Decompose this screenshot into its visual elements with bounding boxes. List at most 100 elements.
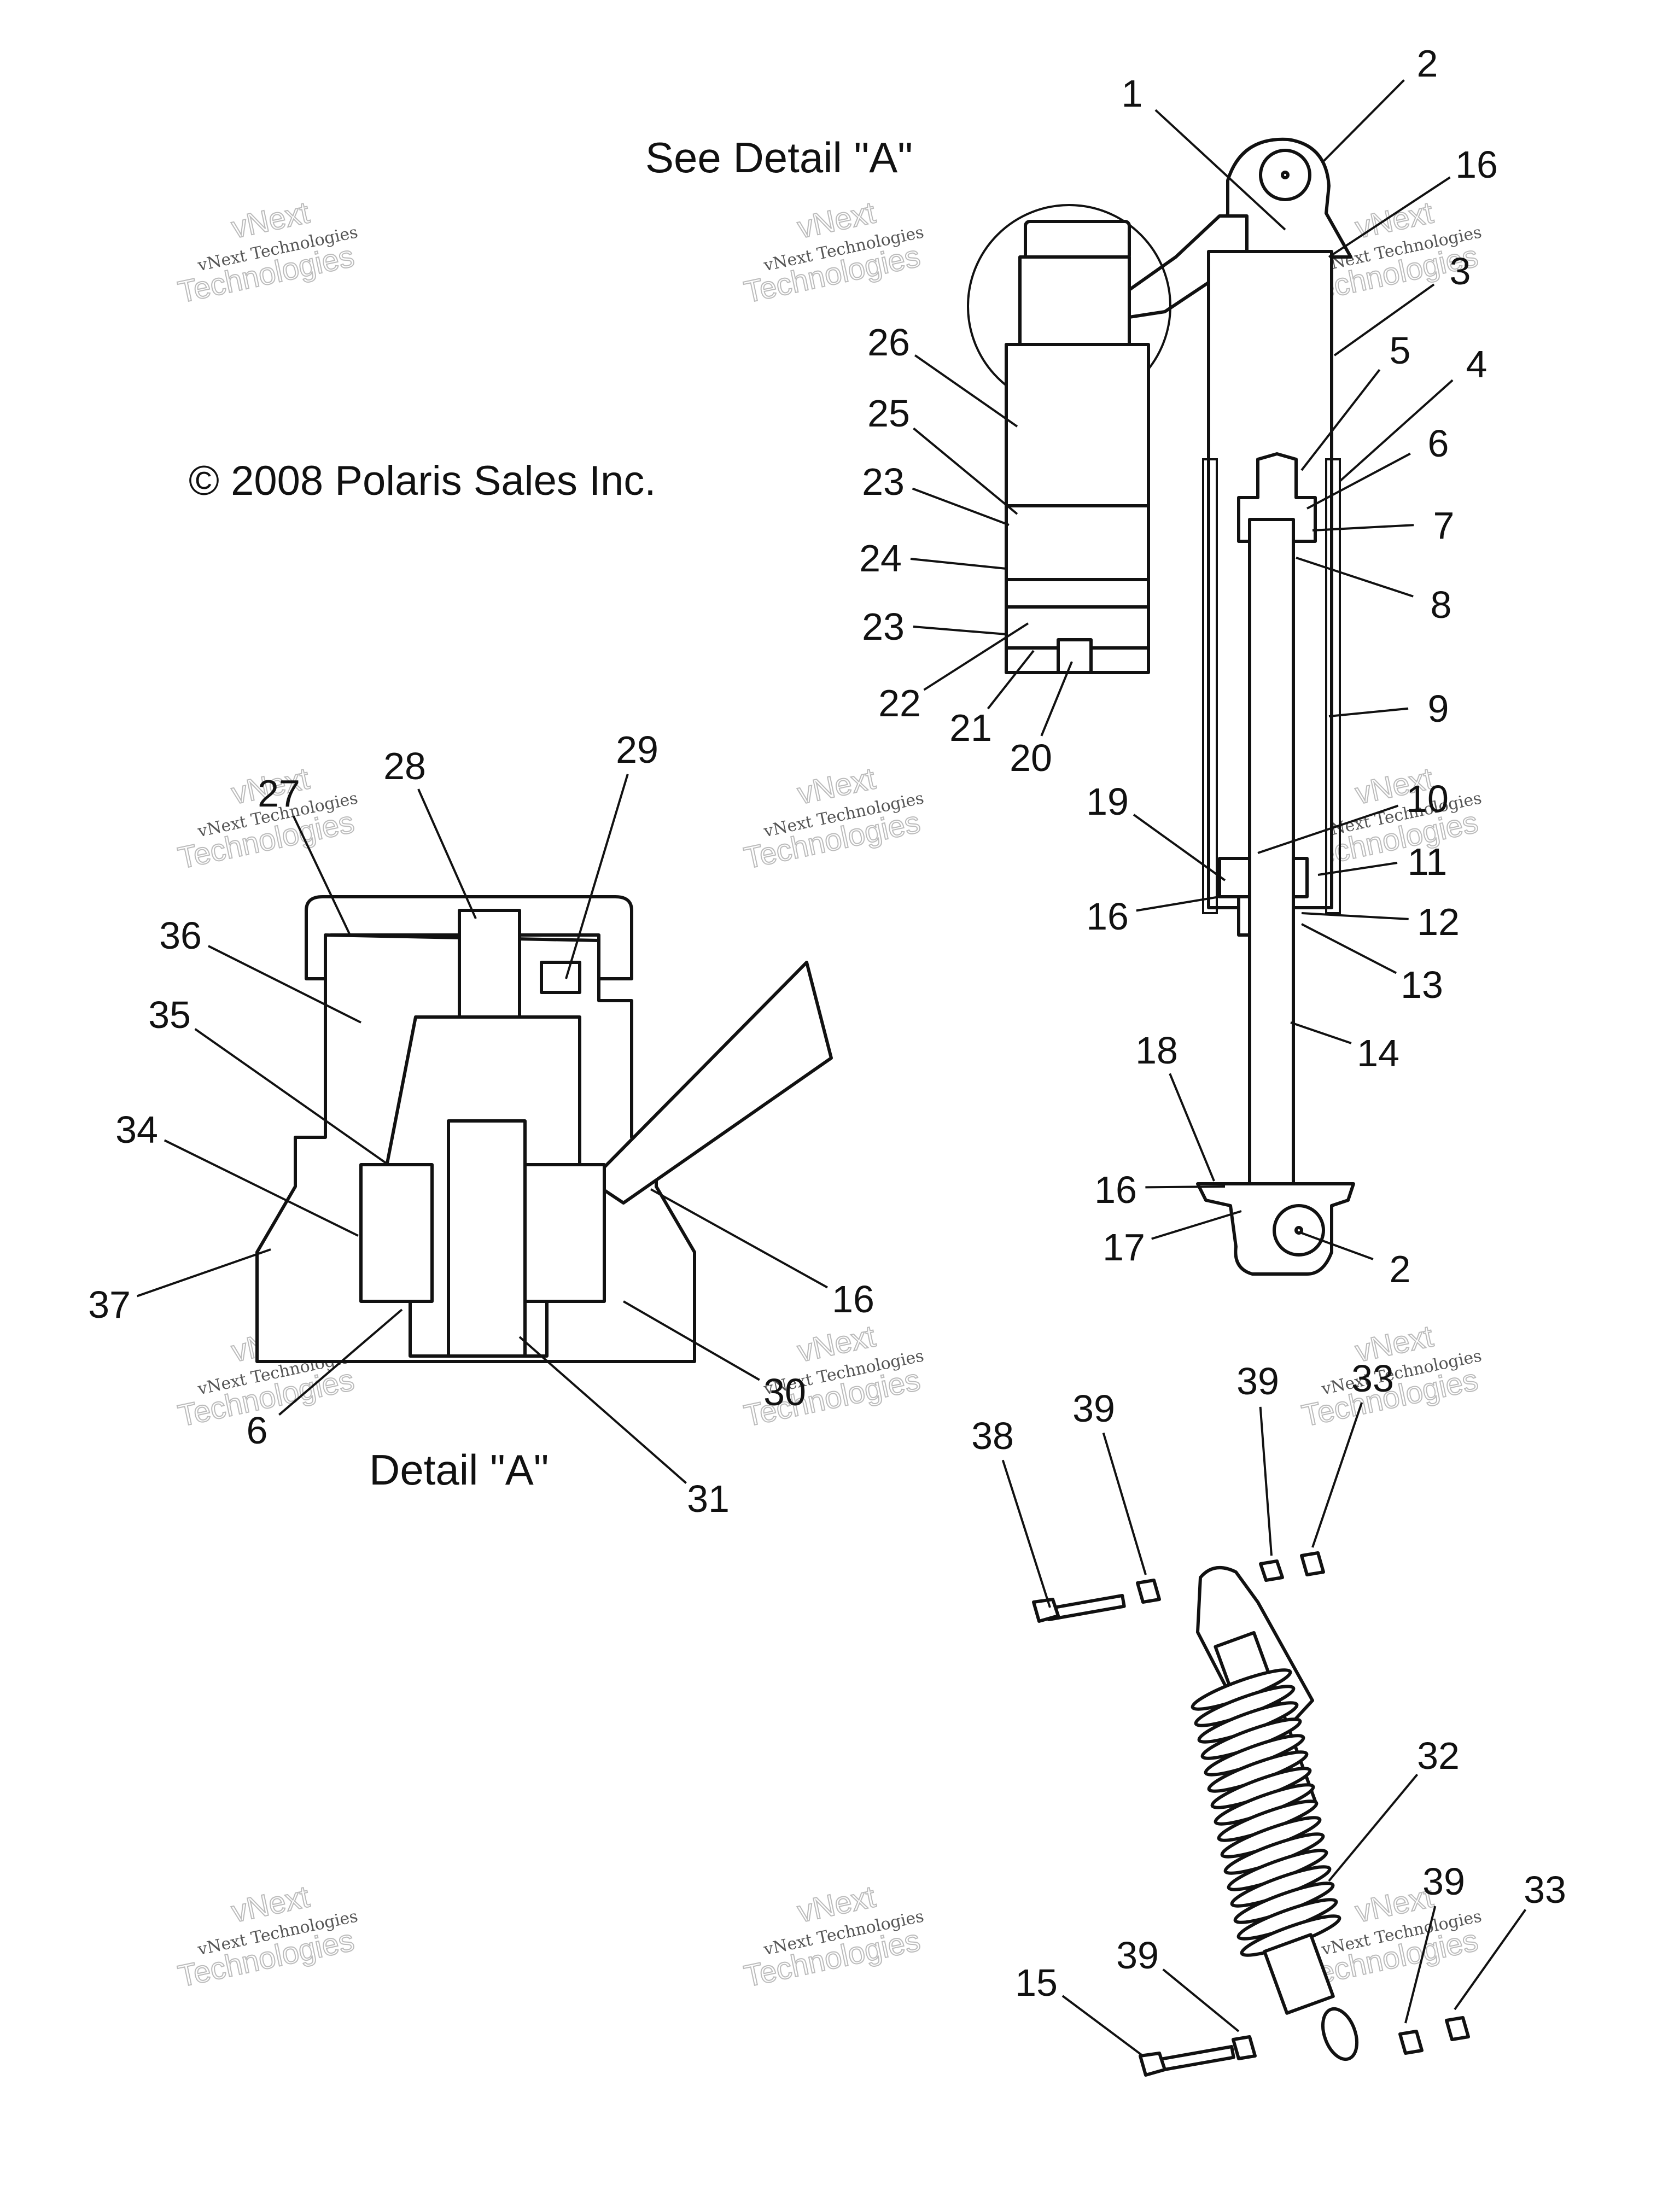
leader-line <box>1257 804 1399 854</box>
callout-24: 24 <box>859 537 902 580</box>
callout-16: 16 <box>832 1278 874 1320</box>
spring <box>1191 1668 1341 1957</box>
callout-33: 33 <box>1351 1357 1394 1400</box>
callout-17: 17 <box>1102 1226 1145 1269</box>
leader-line <box>136 1248 271 1298</box>
leader-line <box>913 427 1018 515</box>
callout-9: 9 <box>1428 687 1449 730</box>
leader-line <box>1040 661 1073 737</box>
callout-34: 34 <box>115 1108 158 1151</box>
callout-4: 4 <box>1466 343 1488 385</box>
leader-line <box>1339 379 1454 482</box>
callout-2: 2 <box>1390 1248 1411 1290</box>
callout-22: 22 <box>878 682 921 724</box>
leader-line <box>417 788 477 919</box>
leader-line <box>1133 814 1226 881</box>
callout-23: 23 <box>862 605 905 648</box>
hardware <box>1032 1551 1470 2077</box>
leader-line <box>1136 896 1220 912</box>
leader-line <box>1162 1968 1240 2032</box>
leader-line <box>1154 109 1286 231</box>
leader-line <box>1001 1459 1051 1608</box>
leader-line <box>1454 1909 1527 2011</box>
callout-6: 6 <box>1428 422 1449 465</box>
callout-27: 27 <box>258 772 300 815</box>
leader-line <box>1301 912 1409 920</box>
callout-30: 30 <box>763 1371 806 1413</box>
leader-line <box>1061 1995 1144 2057</box>
leader-line <box>1328 176 1451 258</box>
leader-line <box>1333 283 1435 357</box>
callout-38: 38 <box>971 1415 1014 1457</box>
detail-a-drawing <box>255 895 833 1363</box>
leader-line <box>1312 524 1414 531</box>
leader-line <box>913 626 1007 635</box>
callout-3: 3 <box>1450 250 1471 293</box>
leader-line <box>650 1188 828 1289</box>
callout-16: 16 <box>1455 143 1498 186</box>
leader-line <box>1301 923 1397 974</box>
callout-10: 10 <box>1406 778 1449 820</box>
callout-26: 26 <box>867 321 910 364</box>
callout-11: 11 <box>1408 840 1448 883</box>
callout-7: 7 <box>1433 504 1455 547</box>
complete-shock-assembly <box>1191 1566 1359 2061</box>
callout-29: 29 <box>616 728 658 771</box>
leader-line <box>1328 1773 1419 1882</box>
callout-21: 21 <box>949 706 992 749</box>
callout-25: 25 <box>867 392 910 435</box>
callout-5: 5 <box>1390 329 1411 372</box>
callout-18: 18 <box>1135 1029 1178 1072</box>
leader-line <box>518 1336 687 1484</box>
callout-28: 28 <box>383 745 426 787</box>
see-detail-label: See Detail "A" <box>645 133 913 182</box>
leader-line <box>292 815 351 936</box>
callout-16: 16 <box>1094 1168 1137 1211</box>
leader-line <box>1328 707 1409 717</box>
leader-line <box>565 774 629 979</box>
callout-8: 8 <box>1431 583 1452 626</box>
callout-6: 6 <box>247 1409 268 1452</box>
leader-line <box>923 622 1029 691</box>
leader-line <box>1404 1906 1437 2024</box>
leader-line <box>1296 557 1414 598</box>
callout-37: 37 <box>88 1283 131 1326</box>
callout-33: 33 <box>1524 1868 1566 1911</box>
leader-line <box>278 1308 403 1416</box>
leader-line <box>1306 452 1411 510</box>
callout-16: 16 <box>1086 895 1129 938</box>
copyright-text: © 2008 Polaris Sales Inc. <box>189 458 656 504</box>
leader-line <box>1322 79 1405 162</box>
callout-2: 2 <box>1417 42 1438 85</box>
leader-line <box>914 354 1018 428</box>
callout-15: 15 <box>1015 1961 1058 2004</box>
callout-39: 39 <box>1072 1387 1115 1430</box>
callout-32: 32 <box>1417 1734 1460 1777</box>
leader-line <box>622 1300 760 1381</box>
leader-line <box>1311 1402 1363 1548</box>
callout-39: 39 <box>1422 1860 1465 1903</box>
leader-line <box>208 945 361 1024</box>
callout-20: 20 <box>1010 737 1052 779</box>
leader-line <box>1259 1406 1273 1556</box>
leader-line <box>912 487 1010 526</box>
leader-line <box>910 558 1007 570</box>
leader-line <box>1290 1021 1352 1044</box>
leader-line <box>1102 1433 1147 1575</box>
callout-35: 35 <box>148 994 191 1036</box>
callout-13: 13 <box>1401 963 1443 1006</box>
leader-line <box>1169 1073 1215 1182</box>
leader-line <box>1300 369 1381 471</box>
callout-23: 23 <box>862 460 905 503</box>
leader-lines <box>136 79 1527 2057</box>
callout-14: 14 <box>1357 1032 1399 1074</box>
callout-39: 39 <box>1236 1360 1279 1403</box>
leader-line <box>1151 1210 1242 1240</box>
